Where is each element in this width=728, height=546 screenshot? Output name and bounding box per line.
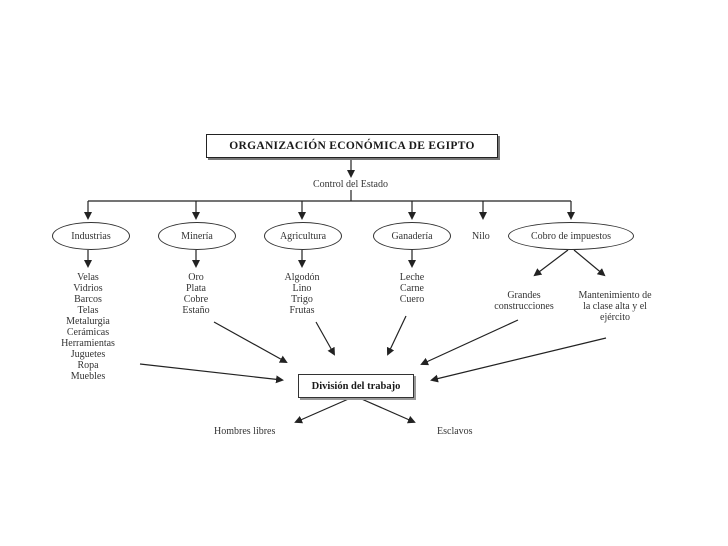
list-mineria: Oro Plata Cobre Estaño	[166, 272, 226, 316]
list-item: Cobre	[183, 294, 209, 305]
list-industrias: Velas Vidrios Barcos Telas Metalurgia Ce…	[54, 272, 122, 382]
list-item: Estaño	[182, 305, 210, 316]
list-agricultura: Algodón Lino Trigo Frutas	[272, 272, 332, 316]
outcome-esclavos: Esclavos	[437, 426, 473, 437]
list-item: Mantenimiento de la clase alta y el ejér…	[578, 290, 652, 323]
list-item: Trigo	[291, 294, 313, 305]
list-item: Leche	[399, 272, 425, 283]
list-item: Herramientas	[61, 338, 115, 349]
list-item: Vidrios	[73, 283, 103, 294]
sector-nilo: Nilo	[472, 231, 490, 242]
list-item: Muebles	[70, 371, 106, 382]
list-item: Telas	[77, 305, 99, 316]
outcome-hombres-libres: Hombres libres	[214, 426, 276, 437]
list-item: Grandes construcciones	[494, 290, 554, 312]
list-item: Frutas	[289, 305, 315, 316]
sector-cobro-impuestos: Cobro de impuestos	[508, 222, 634, 250]
list-item: Juguetes	[70, 349, 106, 360]
tax-use-construcciones: Grandes construcciones	[486, 290, 562, 312]
list-item: Carne	[400, 283, 424, 294]
list-item: Lino	[292, 283, 312, 294]
list-item: Ropa	[77, 360, 99, 371]
list-item: Metalurgia	[66, 316, 110, 327]
list-item: Cerámicas	[66, 327, 110, 338]
sector-mineria: Minería	[158, 222, 236, 250]
list-item: Velas	[77, 272, 99, 283]
sector-ganaderia: Ganadería	[373, 222, 451, 250]
diagram-title: ORGANIZACIÓN ECONÓMICA DE EGIPTO	[206, 134, 498, 158]
list-item: Barcos	[74, 294, 102, 305]
division-trabajo-box: División del trabajo	[298, 374, 414, 398]
list-ganaderia: Leche Carne Cuero	[382, 272, 442, 305]
tax-use-mantenimiento: Mantenimiento de la clase alta y el ejér…	[578, 290, 652, 323]
list-item: Algodón	[284, 272, 320, 283]
sector-industrias: Industrias	[52, 222, 130, 250]
list-item: Plata	[186, 283, 206, 294]
list-item: Cuero	[399, 294, 425, 305]
sector-agricultura: Agricultura	[264, 222, 342, 250]
list-item: Oro	[188, 272, 204, 283]
control-label: Control del Estado	[313, 179, 388, 190]
